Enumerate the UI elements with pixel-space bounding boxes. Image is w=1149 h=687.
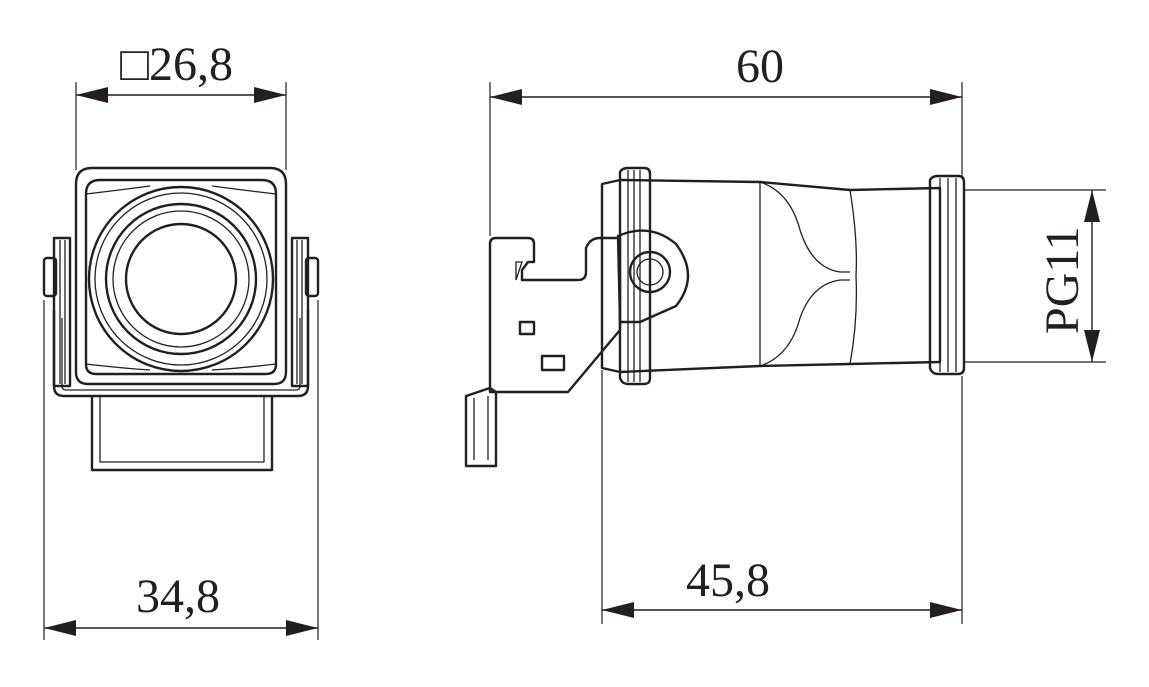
- dim-square-width-label: □26,8: [120, 38, 233, 91]
- dim-overall-width-label: 34,8: [136, 570, 220, 623]
- dim-overall-length-label: 60: [736, 40, 784, 93]
- front-view: [42, 166, 320, 472]
- side-view: [464, 166, 966, 468]
- dim-thread-label: PG11: [1036, 226, 1089, 334]
- dim-housing-length-label: 45,8: [686, 554, 770, 607]
- dimension-lines: [43, 82, 1106, 640]
